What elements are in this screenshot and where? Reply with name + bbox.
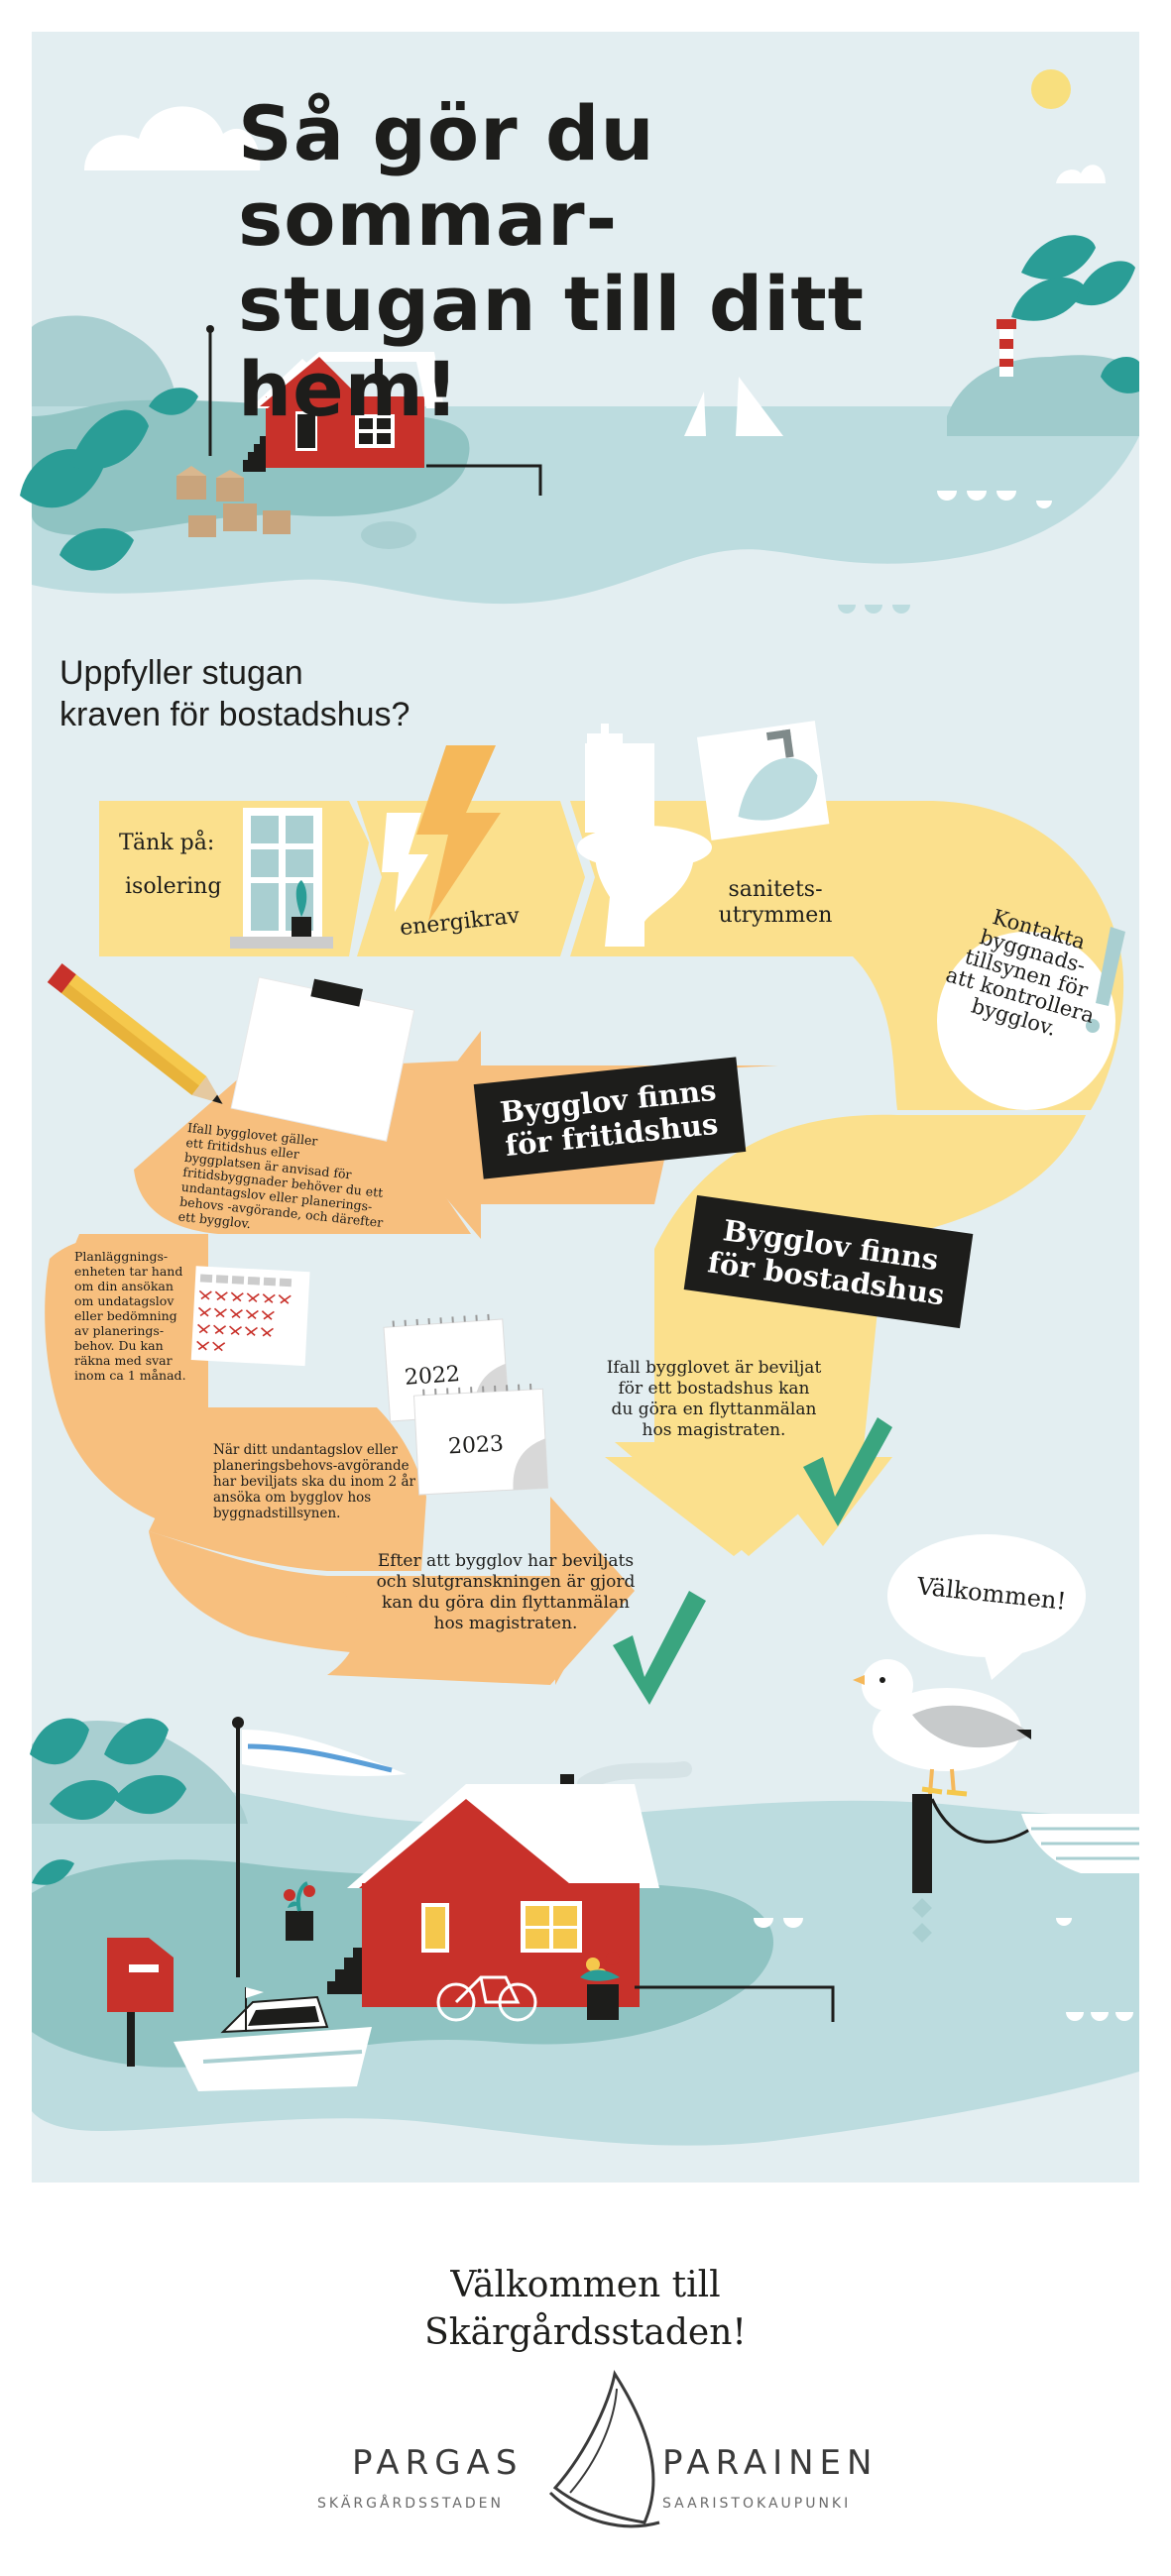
- lighthouse-stripe: [999, 339, 1013, 349]
- checkmark-icon: [613, 1591, 706, 1705]
- leisure-path: [149, 1407, 426, 1571]
- cloud-top-left: [84, 106, 261, 170]
- leaf-icon: [30, 1718, 89, 1765]
- leaf-icon: [1021, 235, 1096, 280]
- rock: [361, 521, 416, 549]
- insulation-label: isolering: [125, 874, 222, 899]
- lighthouse-stripe: [999, 359, 1013, 367]
- lightning-icon: [382, 813, 428, 912]
- pier: [426, 464, 542, 496]
- logo-sail-base: [548, 2491, 660, 2528]
- motorboat-icon: [174, 1987, 372, 2091]
- flower-pot-icon: [580, 1952, 620, 2020]
- requirements-path: [357, 801, 585, 956]
- pennant-flag-stripe: [247, 1743, 393, 1773]
- leaf-icon: [59, 528, 134, 571]
- house-stairs: [327, 1948, 362, 1994]
- leaf-icon: [1076, 261, 1135, 306]
- moving-boxes: [176, 466, 291, 537]
- question-line-1: Uppfyller stugan: [59, 654, 303, 692]
- cloud-top-right: [1056, 165, 1106, 183]
- summer-cottage: [250, 352, 444, 468]
- calendar-2023-icon: [412, 1383, 549, 1496]
- top-right-island: [947, 355, 1139, 436]
- speech-bubble: [887, 1534, 1086, 1657]
- shower-icon: [696, 721, 830, 840]
- residential-path: [605, 1115, 1086, 1556]
- bicycle-icon: [436, 1975, 537, 2022]
- seagull-icon: [853, 1659, 1031, 1943]
- requirements-intro: Tänk på:: [119, 831, 215, 855]
- lighthouse-top: [996, 319, 1016, 329]
- wave: [937, 491, 1052, 508]
- pencil-icon: [47, 963, 223, 1104]
- flagpole-top: [232, 1717, 244, 1729]
- home-house: [347, 1774, 659, 2007]
- flower-pot-icon: [284, 1881, 315, 1941]
- lightning-icon: [416, 745, 501, 922]
- leisure-path-final: [327, 1497, 635, 1685]
- window-icon: [230, 808, 333, 949]
- logo-pargas: PARGAS: [352, 2443, 524, 2483]
- page-title: Så gör du sommar- stugan till ditt hem!: [238, 91, 1051, 432]
- leaf-icon: [69, 409, 149, 470]
- question-line-2: kraven för bostadshus?: [59, 696, 410, 733]
- contact-bubble: [937, 932, 1115, 1110]
- clipboard-icon: [230, 976, 415, 1142]
- logo-pargas-sub: SKÄRGÅRDSSTADEN: [317, 2496, 504, 2512]
- cottage-stairs: [243, 436, 266, 472]
- speech-bubble-tail: [982, 1645, 1031, 1680]
- rowboat-icon: [1021, 1814, 1139, 1873]
- logo-sail-icon: [552, 2370, 655, 2524]
- logo-parainen: PARAINEN: [662, 2443, 878, 2483]
- sun-icon: [1031, 69, 1071, 109]
- logo-sail-inner: [569, 2388, 618, 2494]
- leaf-icon: [1011, 278, 1086, 321]
- calendar-year-1: 2022: [404, 1362, 461, 1391]
- leaf-icon: [149, 388, 198, 415]
- logo-parainen-sub: SAARISTOKAUPUNKI: [662, 2496, 852, 2512]
- chimney-smoke: [577, 1761, 692, 1792]
- leaf-icon: [32, 1859, 74, 1885]
- title-line-2: stugan till ditt hem!: [238, 260, 865, 433]
- jetty: [635, 1985, 835, 2022]
- leaf-icon: [104, 1718, 169, 1765]
- mooring-rope: [930, 1798, 1032, 1844]
- residential-path-body: [654, 1114, 1086, 1442]
- leaf-icon: [114, 1775, 186, 1815]
- leaf-icon: [1101, 357, 1139, 393]
- checkmark-icon: [803, 1417, 892, 1526]
- mailbox-icon: [107, 1938, 174, 2067]
- flagpole-top: [206, 325, 214, 333]
- exclamation-icon: [1096, 927, 1125, 1006]
- top-left-hill: [32, 315, 178, 406]
- title-line-1: Så gör du sommar-: [238, 89, 655, 263]
- wave: [838, 605, 910, 614]
- sailboat-icon: [684, 392, 706, 436]
- sanitary-label: sanitets-utrymmen: [718, 877, 833, 928]
- leisure-path: [45, 1234, 219, 1526]
- exclamation-dot: [1086, 1019, 1100, 1033]
- sailboat-icon: [736, 377, 783, 436]
- calendar-grid-icon: [190, 1266, 310, 1367]
- leaf-icon: [50, 1780, 119, 1821]
- question-heading: Uppfyller stugan kraven för bostadshus?: [59, 652, 535, 735]
- calendar-year-2: 2023: [447, 1431, 505, 1460]
- toilet-icon: [577, 724, 712, 947]
